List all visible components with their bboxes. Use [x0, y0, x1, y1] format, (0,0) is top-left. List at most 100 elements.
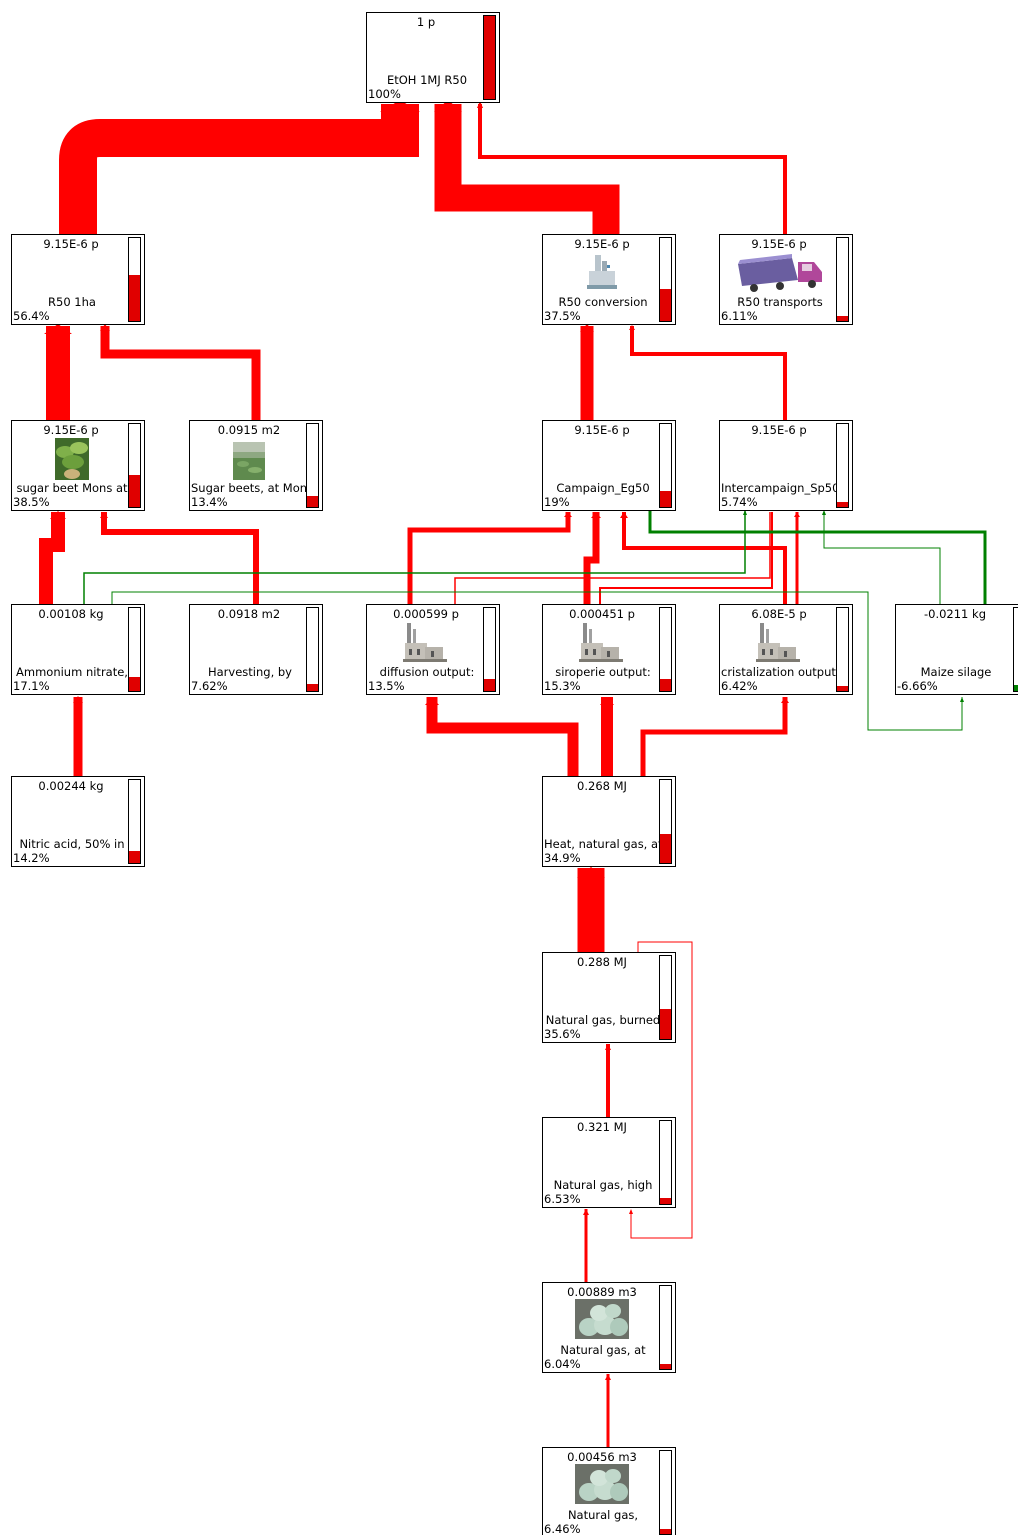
node-r50-1ha[interactable]: 9.15E-6 p R50 1ha 56.4% — [11, 234, 145, 325]
node-amount: 9.15E-6 p — [574, 423, 630, 437]
share-fill — [307, 684, 318, 691]
node-label: R50 conversion — [558, 295, 648, 309]
node-percent: 6.42% — [721, 679, 758, 693]
node-label: Natural gas, at — [560, 1343, 646, 1357]
node-label: Sugar beets, at Mons — [191, 481, 309, 495]
flow-heat-diff — [426, 697, 579, 776]
node-nitric-acid[interactable]: 0.00244 kg Nitric acid, 50% in 14.2% — [11, 776, 145, 867]
share-bar — [659, 1285, 672, 1370]
share-fill — [660, 491, 671, 507]
node-diffusion-output[interactable]: 0.000599 p diffusion output: 13.5% — [366, 604, 500, 695]
share-bar — [659, 607, 672, 692]
node-label: sugar beet Mons at — [16, 481, 128, 495]
node-amount: 6.08E-5 p — [751, 607, 807, 621]
flow-amn-inter — [83, 510, 746, 604]
node-amount: 9.15E-6 p — [574, 237, 630, 251]
share-fill — [837, 686, 848, 691]
gas-tanks-icon — [575, 1299, 629, 1339]
node-intercampaign-sp50[interactable]: 9.15E-6 p Intercampaign_Sp50 5.74% — [719, 420, 853, 511]
share-bar — [659, 779, 672, 864]
node-percent: 100% — [368, 87, 401, 101]
node-amount: 0.0918 m2 — [217, 607, 281, 621]
node-campaign-eg50[interactable]: 9.15E-6 p Campaign_Eg50 19% — [542, 420, 676, 511]
node-label: Maize silage — [920, 665, 992, 679]
node-label: Nitric acid, 50% in — [19, 837, 125, 851]
node-percent: 5.74% — [721, 495, 758, 509]
node-amount: 0.288 MJ — [577, 955, 627, 969]
plant-factory-icon — [403, 623, 447, 662]
node-percent: 56.4% — [13, 309, 50, 323]
share-bar — [659, 423, 672, 508]
node-label: diffusion output: — [379, 665, 475, 679]
share-fill — [484, 679, 495, 691]
share-bar — [836, 237, 849, 322]
truck-icon — [738, 254, 822, 292]
node-natural-gas-burned[interactable]: 0.288 MJ Natural gas, burned 35.6% — [542, 952, 676, 1043]
node-amount: 9.15E-6 p — [43, 423, 99, 437]
share-bar — [306, 423, 319, 508]
node-amount: 0.00108 kg — [38, 607, 104, 621]
node-cristalization-output[interactable]: 6.08E-5 p cristalization output: 6.42% — [719, 604, 853, 695]
flow-loop — [630, 941, 693, 1239]
flow-maize-inter — [823, 510, 941, 604]
node-amount: 9.15E-6 p — [43, 237, 99, 251]
flow-heat-crist — [640, 697, 788, 776]
node-percent: 37.5% — [544, 309, 581, 323]
node-amount: 0.00244 kg — [38, 779, 104, 793]
gas-tanks-icon — [575, 1464, 629, 1504]
share-fill — [660, 1364, 671, 1369]
node-percent: 34.9% — [544, 851, 581, 865]
flow-inter-r50conv — [630, 326, 787, 420]
node-heat-natural-gas[interactable]: 0.268 MJ Heat, natural gas, at 34.9% — [542, 776, 676, 867]
share-bar — [483, 607, 496, 692]
share-fill — [129, 474, 140, 507]
node-percent: 35.6% — [544, 1027, 581, 1041]
node-percent: 7.62% — [191, 679, 228, 693]
node-etoh[interactable]: 1 p EtOH 1MJ R50 100% — [366, 12, 500, 103]
node-label: EtOH 1MJ R50 — [386, 73, 468, 87]
node-natural-gas-high[interactable]: 0.321 MJ Natural gas, high 6.53% — [542, 1117, 676, 1208]
share-bar — [659, 1120, 672, 1205]
node-amount: 0.268 MJ — [577, 779, 627, 793]
node-percent: 6.46% — [544, 1522, 581, 1535]
share-fill — [129, 851, 140, 863]
share-fill — [660, 1009, 671, 1039]
node-label: Natural gas, — [567, 1508, 639, 1522]
share-fill — [660, 289, 671, 321]
node-harvesting[interactable]: 0.0918 m2 Harvesting, by 7.62% — [189, 604, 323, 695]
share-fill — [484, 16, 495, 99]
flow-r50tr-etoh — [478, 104, 787, 234]
node-sugar-beet-mons[interactable]: 9.15E-6 p sugar beet Mons at 38.5% — [11, 420, 145, 511]
flow-sbam-r50ha — [100, 326, 261, 420]
node-percent: -6.66% — [897, 679, 938, 693]
flow-maize-camp — [648, 505, 987, 604]
flow-crist-camp — [622, 512, 787, 604]
share-fill — [660, 678, 671, 691]
share-bar — [659, 955, 672, 1040]
share-fill — [837, 502, 848, 507]
share-fill — [129, 274, 140, 321]
factory-icon — [587, 255, 617, 289]
node-amount: 9.15E-6 p — [751, 237, 807, 251]
node-r50-conversion[interactable]: 9.15E-6 p R50 conversion 37.5% — [542, 234, 676, 325]
node-natural-gas[interactable]: 0.00456 m3 Natural gas, 6.46% — [542, 1447, 676, 1535]
node-label: Ammonium nitrate, — [16, 665, 128, 679]
node-percent: 6.04% — [544, 1357, 581, 1371]
share-bar — [128, 237, 141, 322]
node-ammonium-nitrate[interactable]: 0.00108 kg Ammonium nitrate, 17.1% — [11, 604, 145, 695]
share-bar — [659, 1450, 672, 1535]
node-percent: 19% — [544, 495, 570, 509]
node-r50-transports[interactable]: 9.15E-6 p R50 transports 6.11% — [719, 234, 853, 325]
node-sugar-beets-at-mons[interactable]: 0.0915 m2 Sugar beets, at Mons 13.4% — [189, 420, 323, 511]
share-bar — [483, 15, 496, 100]
node-siroperie-output[interactable]: 0.000451 p siroperie output: 15.3% — [542, 604, 676, 695]
node-amount: 9.15E-6 p — [751, 423, 807, 437]
node-amount: 0.00456 m3 — [567, 1450, 637, 1464]
share-fill — [307, 496, 318, 507]
node-natural-gas-at[interactable]: 0.00889 m3 Natural gas, at 6.04% — [542, 1282, 676, 1373]
flow-r50ha-etoh — [59, 104, 419, 234]
node-maize-silage[interactable]: -0.0211 kg Maize silage -6.66% — [895, 604, 1018, 695]
node-label: Campaign_Eg50 — [556, 481, 650, 495]
node-amount: 0.321 MJ — [577, 1120, 627, 1134]
node-amount: 1 p — [416, 15, 436, 29]
